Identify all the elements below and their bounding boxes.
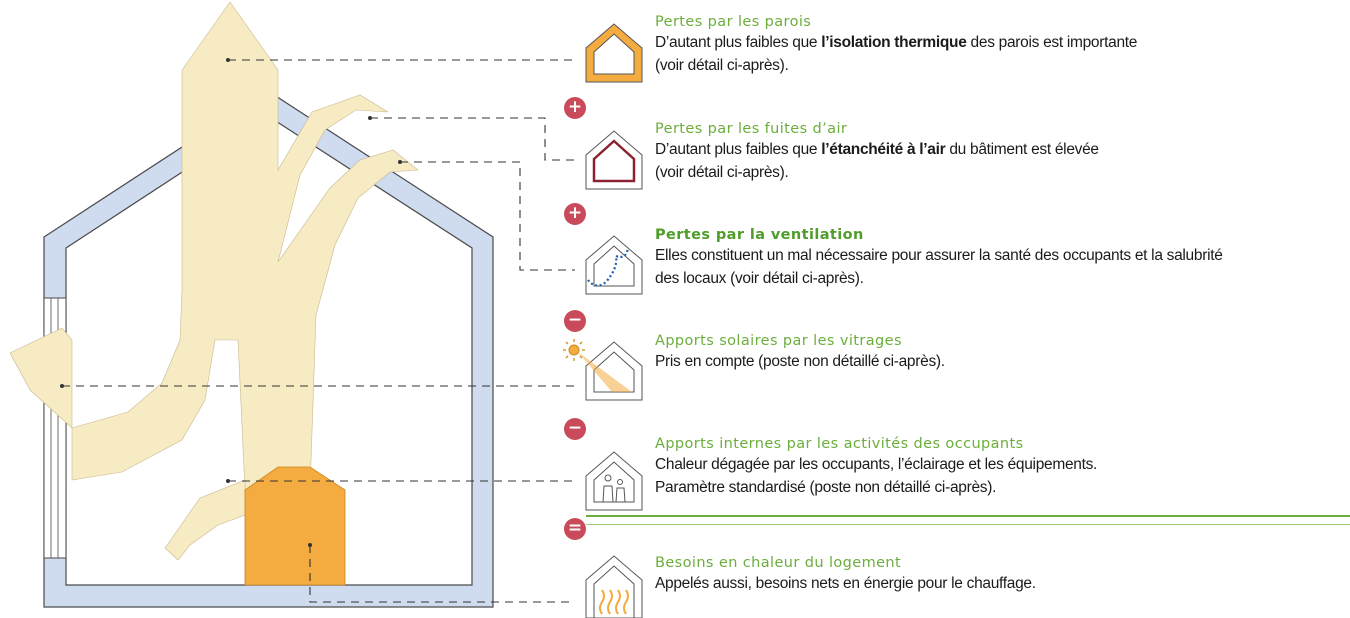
house-ventilation-icon bbox=[585, 235, 643, 295]
item-description: D’autant plus faibles que l’isolation th… bbox=[655, 34, 1138, 51]
item-description: Appelés aussi, besoins nets en énergie p… bbox=[655, 575, 1036, 592]
result-divider bbox=[586, 515, 1350, 517]
flow-internal-gain bbox=[164, 479, 246, 561]
item-internal-gains: Apports internes par les activités des o… bbox=[655, 435, 1097, 499]
item-title: Pertes par les fuites d’air bbox=[655, 121, 848, 137]
item-description: Pris en compte (poste non détaillé ci-ap… bbox=[655, 353, 945, 370]
item-description-2: (voir détail ci-après). bbox=[655, 57, 789, 74]
flow-heating-need bbox=[244, 466, 346, 586]
house-insulated-icon bbox=[585, 23, 643, 83]
flow-wall-losses bbox=[71, 1, 419, 491]
item-description: Chaleur dégagée par les occupants, l’écl… bbox=[655, 456, 1098, 473]
item-heating-needs: Besoins en chaleur du logement Appelés a… bbox=[655, 554, 1036, 595]
item-title: Apports internes par les activités des o… bbox=[655, 436, 1024, 452]
energy-flow-diagram bbox=[9, 1, 575, 608]
house-sun-icon bbox=[563, 339, 643, 401]
item-wall-losses: Pertes par les parois D’autant plus faib… bbox=[655, 13, 1137, 77]
item-title: Apports solaires par les vitrages bbox=[655, 333, 902, 349]
leader-lines bbox=[62, 59, 575, 603]
house-occupants-icon bbox=[585, 451, 643, 511]
item-description-2: (voir détail ci-après). bbox=[655, 164, 789, 181]
item-title: Pertes par les parois bbox=[655, 14, 812, 30]
item-description: D’autant plus faibles que l’étanchéité à… bbox=[655, 141, 1099, 158]
minus-operator: − bbox=[564, 310, 586, 332]
item-title: Besoins en chaleur du logement bbox=[655, 555, 902, 571]
house-heating-icon bbox=[585, 555, 643, 618]
item-air-leak-losses: Pertes par les fuites d’air D’autant plu… bbox=[655, 120, 1099, 184]
item-description: Elles constituent un mal nécessaire pour… bbox=[655, 247, 1223, 264]
minus-operator: − bbox=[564, 418, 586, 440]
plus-operator: + bbox=[564, 97, 586, 119]
plus-operator: + bbox=[564, 203, 586, 225]
item-title: Pertes par la ventilation bbox=[655, 227, 864, 243]
item-ventilation-losses: Pertes par la ventilation Elles constitu… bbox=[655, 226, 1223, 290]
equals-operator: = bbox=[564, 518, 586, 540]
item-solar-gains: Apports solaires par les vitrages Pris e… bbox=[655, 332, 945, 373]
item-description-2: des locaux (voir détail ci-après). bbox=[655, 270, 864, 287]
house-air-leak-icon bbox=[585, 130, 643, 190]
item-description-2: Paramètre standardisé (poste non détaill… bbox=[655, 479, 997, 496]
flow-solar-gain bbox=[9, 327, 73, 429]
